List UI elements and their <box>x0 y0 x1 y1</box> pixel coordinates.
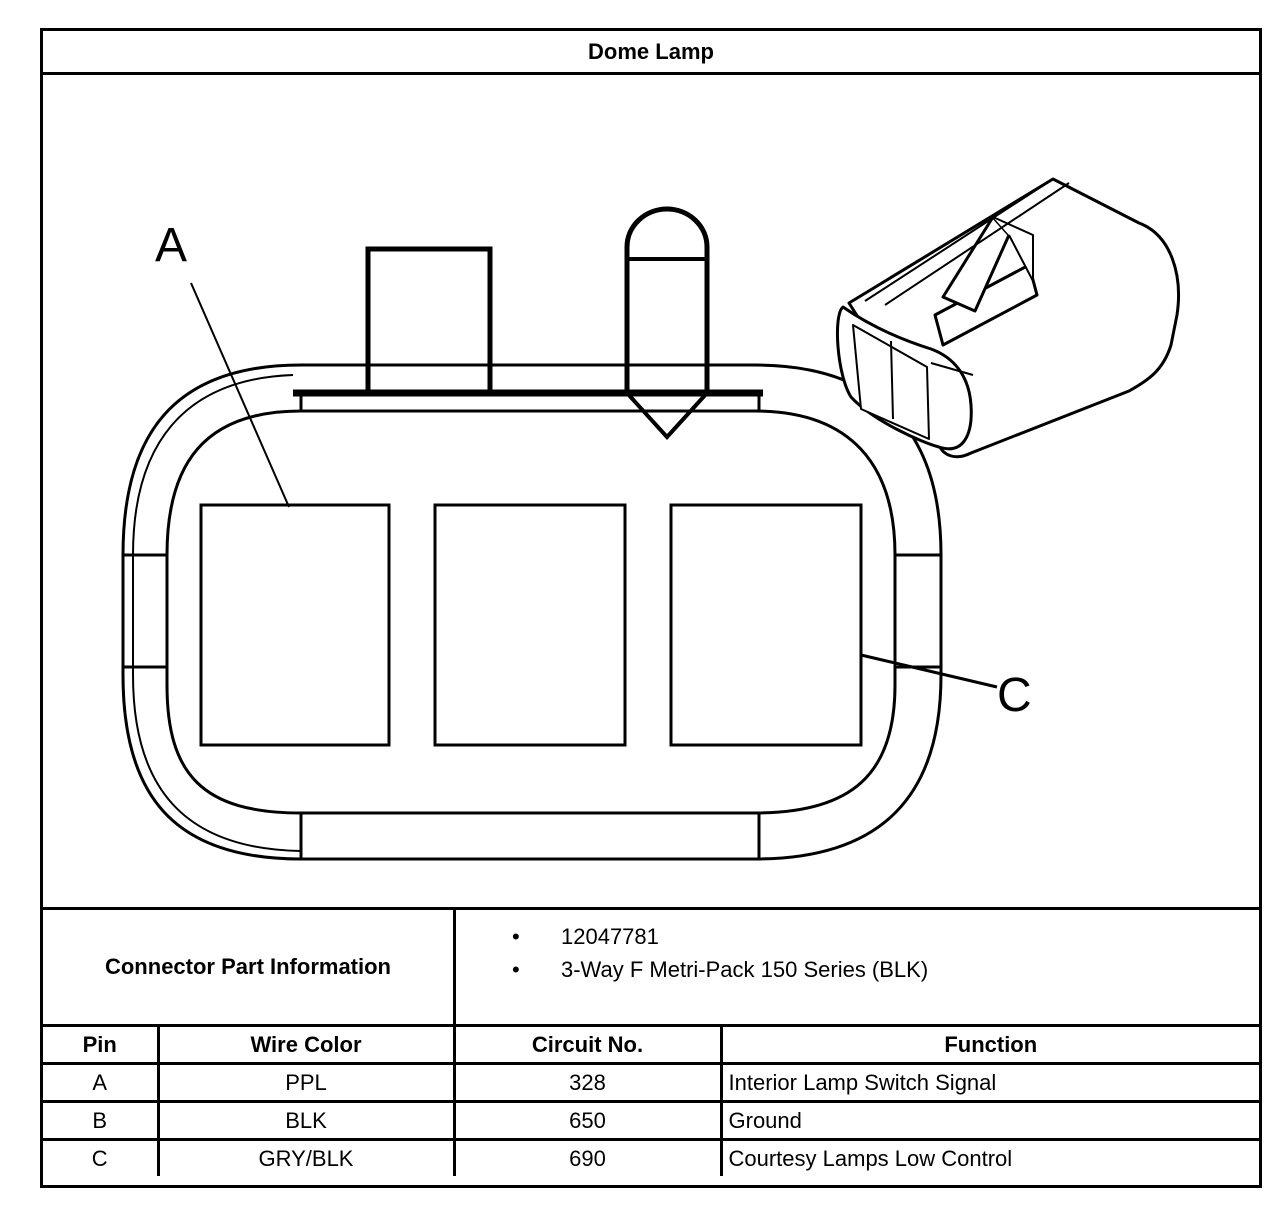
connector-info-list: • 12047781 • 3-Way F Metri-Pack 150 Seri… <box>456 910 1259 1024</box>
connector-inner-shell <box>165 409 897 815</box>
cavity-b <box>433 503 627 747</box>
connector-sheet: Dome Lamp <box>40 28 1262 1188</box>
pin-table: Pin Wire Color Circuit No. Function A PP… <box>43 1024 1259 1176</box>
page-title: Dome Lamp <box>43 31 1259 75</box>
header-wire-color: Wire Color <box>156 1024 456 1065</box>
left-key <box>121 553 169 669</box>
cavity-c <box>669 503 863 747</box>
connector-face-drawing: A C <box>121 177 1180 861</box>
connector-description: 3-Way F Metri-Pack 150 Series (BLK) <box>561 957 929 982</box>
pin-cell: B <box>43 1100 160 1141</box>
pin-cell: A <box>43 1062 160 1103</box>
connector-part-information: Connector Part Information • 12047781 • … <box>43 907 1259 1024</box>
connector-outer-shell <box>121 363 943 861</box>
wire-color-cell: PPL <box>156 1062 456 1103</box>
table-row: B BLK 650 Ground <box>43 1100 1259 1141</box>
function-cell: Courtesy Lamps Low Control <box>719 1138 1259 1176</box>
connector-shell-lip <box>132 374 302 852</box>
wire-color-cell: BLK <box>156 1100 456 1141</box>
header-function: Function <box>719 1024 1259 1065</box>
function-cell: Interior Lamp Switch Signal <box>719 1062 1259 1103</box>
function-cell: Ground <box>719 1100 1259 1141</box>
circuit-cell: 328 <box>452 1062 723 1103</box>
circuit-cell: 690 <box>452 1138 723 1176</box>
header-circuit-no: Circuit No. <box>452 1024 723 1065</box>
pin-a-callout: A <box>155 219 187 272</box>
bottom-bar <box>299 811 761 861</box>
circuit-cell: 650 <box>452 1100 723 1141</box>
connector-info-label: Connector Part Information <box>43 910 456 1024</box>
table-row: C GRY/BLK 690 Courtesy Lamps Low Control <box>43 1138 1259 1176</box>
connector-diagram: A C <box>43 75 1259 907</box>
cavity-a <box>199 503 391 747</box>
table-row: A PPL 328 Interior Lamp Switch Signal <box>43 1062 1259 1103</box>
round-tab <box>624 206 710 393</box>
pin-cell: C <box>43 1138 160 1176</box>
right-key <box>893 553 943 669</box>
bullet-icon: • <box>512 924 520 949</box>
pin-table-header: Pin Wire Color Circuit No. Function <box>43 1024 1259 1065</box>
part-number: 12047781 <box>561 924 659 949</box>
bullet-icon: • <box>512 957 520 982</box>
connector-3d-view <box>835 177 1180 459</box>
square-tab <box>365 246 493 393</box>
wire-color-cell: GRY/BLK <box>156 1138 456 1176</box>
header-pin: Pin <box>43 1024 160 1065</box>
pin-c-callout: C <box>997 669 1032 722</box>
